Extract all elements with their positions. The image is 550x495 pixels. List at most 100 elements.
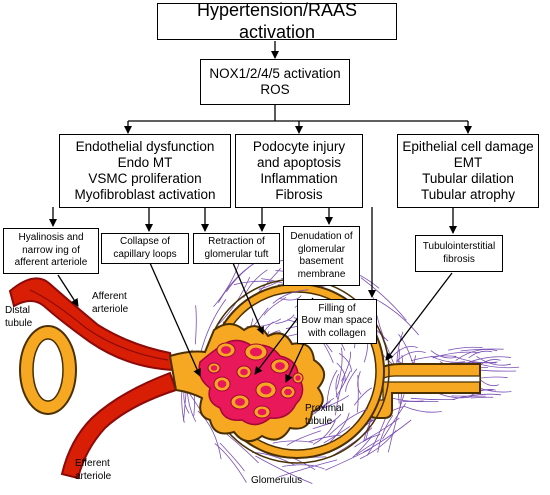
afferent-label-1: Afferent <box>92 291 127 302</box>
endothelial-line-3: VSMC proliferation <box>88 171 202 186</box>
hypertension-label: Hypertension/RAAS activation <box>196 0 358 42</box>
filling-line-1: Filling of <box>318 302 356 314</box>
collagen-fiber <box>392 397 424 402</box>
capillary-core <box>240 368 248 376</box>
collagen-fiber <box>213 262 240 308</box>
retraction-line-2: glomerular tuft <box>204 248 269 260</box>
ti-fibrosis-line-1: Tubulointerstitial <box>422 241 496 252</box>
collapse-line-1: Collapse of <box>119 236 171 247</box>
collagen-fiber <box>360 277 407 321</box>
capillary-core <box>249 347 263 357</box>
distal-tubule-lumen <box>32 338 64 402</box>
collagen-fiber <box>391 346 418 357</box>
collagen-fiber <box>353 387 372 406</box>
capillary-core <box>257 408 267 416</box>
collagen-fiber <box>410 397 456 401</box>
nox-line-2: ROS <box>260 82 290 97</box>
collagen-fiber <box>363 417 400 442</box>
capillary-core <box>260 385 272 395</box>
collagen-fiber <box>410 355 457 362</box>
collagen-fiber <box>398 334 414 366</box>
collagen-fiber <box>335 370 351 398</box>
endothelial-line-2: Endo MT <box>117 154 173 170</box>
collagen-fiber <box>454 356 498 364</box>
collagen-fiber <box>278 459 338 478</box>
collagen-fiber <box>335 377 345 416</box>
afferent-label-2: arteriole <box>92 303 129 315</box>
podocyte-line-1: Podocyte injury <box>252 138 346 154</box>
epithelial-line-1: Epithelial cell damage <box>402 138 534 154</box>
collagen-fiber <box>255 455 313 484</box>
collagen-fiber <box>199 298 227 356</box>
collagen-fiber <box>460 348 504 352</box>
collagen-fiber <box>335 373 340 400</box>
endothelial-line-4: Myofibroblast activation <box>74 187 216 203</box>
hypertension-box: Hypertension/RAAS activation <box>157 0 397 42</box>
collagen-fiber <box>194 305 197 345</box>
collagen-fiber <box>332 427 373 456</box>
capillary-core <box>221 346 231 354</box>
collagen-fiber <box>477 377 499 387</box>
podocyte-line-4: Fibrosis <box>275 187 323 203</box>
collagen-fiber <box>377 414 394 453</box>
collagen-fiber <box>312 420 336 429</box>
collagen-fiber <box>356 439 380 456</box>
collagen-fiber <box>345 368 358 392</box>
proximal-label-1: Proximal <box>305 403 344 414</box>
collagen-fiber <box>338 352 352 372</box>
collagen-fiber <box>214 443 247 483</box>
collagen-fiber <box>328 412 350 444</box>
capillary-core <box>275 362 285 370</box>
collagen-fiber <box>430 350 457 359</box>
collagen-fiber <box>432 351 480 359</box>
proximal-label-2: tubule <box>305 415 333 427</box>
efferent-arteriole-label: Efferent arteriole <box>75 458 111 483</box>
capillary-loops <box>207 342 304 419</box>
collagen-fiber <box>314 397 335 414</box>
collagen-fiber <box>352 436 373 458</box>
proximal-tubule-label: Proximal tubule <box>305 403 344 428</box>
endothelial-dysfunction-box: Endothelial dysfunction Endo MT VSMC pro… <box>59 134 231 208</box>
collagen-fiber <box>336 347 343 390</box>
collagen-fiber <box>328 408 369 436</box>
collagen-fiber <box>471 396 494 399</box>
collagen-fiber <box>282 464 325 470</box>
collagen-fiber <box>376 299 420 336</box>
capillary-collapse-box: Collapse of capillary loops <box>101 233 189 264</box>
epithelial-line-2: EMT <box>453 154 483 170</box>
collagen-fiber <box>468 350 493 359</box>
collagen-fiber <box>286 430 321 446</box>
collapse-line-2: capillary loops <box>113 248 177 260</box>
epithelial-line-3: Tubular dilation <box>422 171 514 186</box>
collagen-fiber <box>387 394 405 453</box>
tuft-retraction-box: Retraction of glomerular tuft <box>193 233 280 264</box>
collagen-fiber <box>476 355 511 366</box>
denudation-line-2: glomerular <box>297 243 346 255</box>
efferent-arteriole-shape <box>60 371 178 480</box>
endothelial-line-1: Endothelial dysfunction <box>75 138 215 154</box>
afferent-arteriole-wall <box>29 289 169 361</box>
efferent-label-1: Efferent <box>75 458 110 469</box>
hyalinosis-line-3: afferent arteriole <box>14 257 88 269</box>
collagen-fiber <box>272 289 309 304</box>
gbm-denudation-box: Denudation of glomerular basement membra… <box>283 226 360 286</box>
collagen-fiber <box>308 434 341 443</box>
retraction-line-1: Retraction of <box>208 236 265 247</box>
capillary-core <box>284 388 292 396</box>
collagen-fiber <box>219 442 245 472</box>
capillary-core <box>217 380 227 388</box>
collagen-fiber <box>363 419 412 453</box>
collagen-fiber <box>233 280 275 286</box>
collagen-fiber <box>396 351 426 362</box>
collagen-fiber <box>455 349 498 361</box>
collagen-fiber <box>475 369 517 372</box>
podocyte-line-2: and apoptosis <box>256 154 342 170</box>
glomerulus-label-1: Glomerulus <box>251 475 303 486</box>
epithelial-damage-box: Epithelial cell damage EMT Tubular dilat… <box>397 134 539 208</box>
podocyte-line-3: Inflammation <box>260 171 338 186</box>
hyalinosis-line-1: Hyalinosis and <box>18 232 84 244</box>
distal-tubule-label-1: Distal <box>5 305 31 316</box>
efferent-label-2: arteriole <box>75 470 112 482</box>
hyalinosis-box: Hyalinosis and narrow ing of afferent ar… <box>3 228 99 274</box>
